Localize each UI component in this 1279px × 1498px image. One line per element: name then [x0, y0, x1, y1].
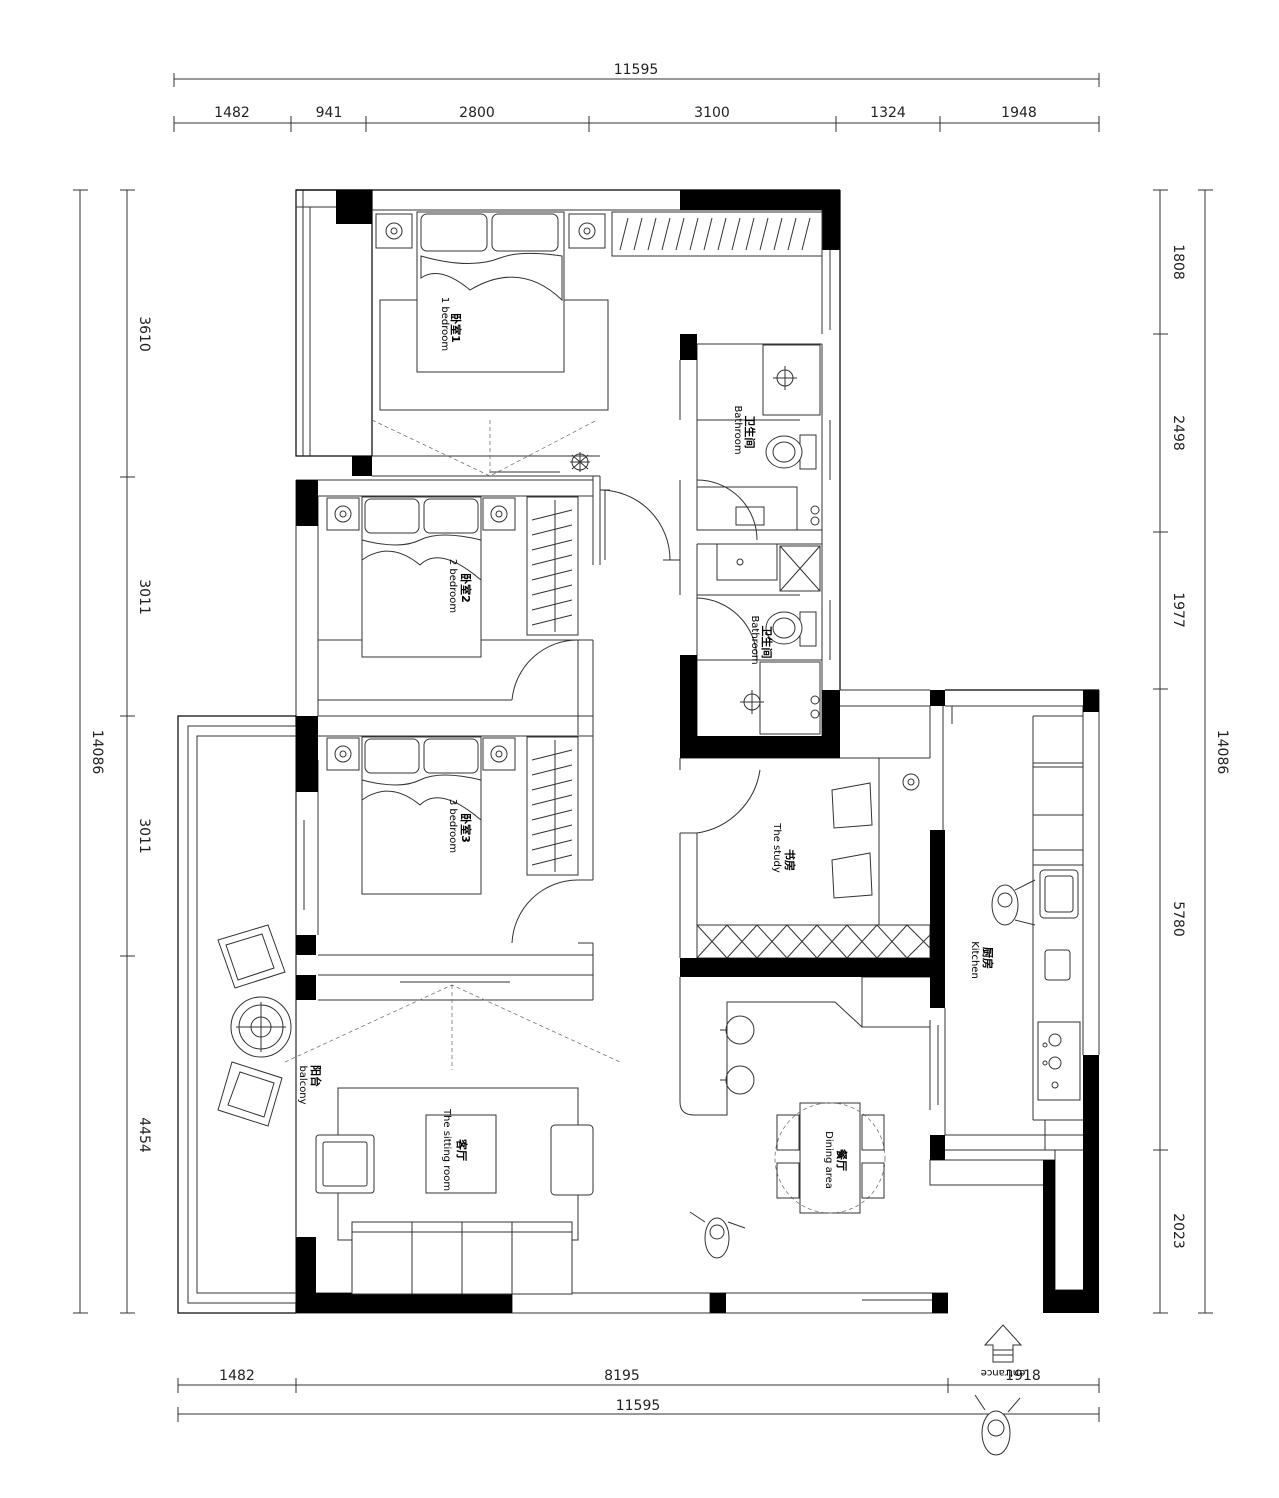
bottom-total-dim: 11595 [616, 1398, 661, 1414]
left-dimensions: 14086 3610 3011 3011 4454 [73, 189, 152, 1314]
left-dim-3: 3011 [136, 818, 152, 854]
right-dim-3: 1977 [1170, 592, 1186, 628]
sitting-room-furniture: 客厅 The sitting room [284, 984, 621, 1295]
dining-label-en: Dining area [823, 1131, 834, 1189]
bedroom2-label-zh: 卧室2 [459, 573, 473, 603]
bedroom2-label-en: 2 bedroom [447, 559, 458, 613]
bedroom3-furniture: 卧室3 3 bedroom [326, 736, 761, 944]
bottom-dim-3: 1918 [1005, 1368, 1041, 1384]
top-dimensions: 11595 1482 941 2800 3100 1324 1948 [173, 62, 1100, 132]
kitchen-label-zh: 厨房 [981, 947, 995, 969]
bedroom3-label-zh: 卧室3 [459, 813, 473, 843]
bathroom2-label-en: Bathroom [749, 615, 760, 664]
bathroom1-label-en: Bathroom [732, 405, 743, 454]
top-dim-2: 941 [316, 105, 343, 121]
bathroom1-label-zh: 卫生间 [743, 416, 757, 449]
study-label-en: The study [771, 822, 782, 873]
dining-label-zh: 餐厅 [835, 1148, 849, 1171]
top-total-dim: 11595 [614, 62, 659, 78]
dining-furniture: 餐厅 Dining area [720, 1015, 886, 1214]
top-dim-1: 1482 [214, 105, 250, 121]
balcony-label-zh: 阳台 [309, 1065, 323, 1087]
entrance-label: entrance [981, 1367, 1026, 1378]
bathroom2-label-zh: 卫生间 [760, 626, 774, 659]
study-label-zh: 书房 [783, 849, 797, 871]
top-dim-6: 1948 [1001, 105, 1037, 121]
entrance-marker: entrance [981, 1324, 1026, 1378]
sitting-label-zh: 客厅 [455, 1138, 469, 1161]
bathroom-fixtures: 卫生间 Bathroom 卫生间 Bathroom [696, 344, 821, 735]
bottom-dim-1: 1482 [219, 1368, 255, 1384]
left-total-dim: 14086 [89, 730, 105, 775]
kitchen-label-en: Kitchen [969, 941, 980, 979]
right-dim-5: 2023 [1170, 1213, 1186, 1249]
right-dimensions: 1808 2498 1977 5780 2023 14086 [1153, 189, 1230, 1314]
left-dim-1: 3610 [136, 316, 152, 352]
balcony-label-en: balcony [297, 1065, 308, 1104]
right-dim-1: 1808 [1170, 244, 1186, 280]
sitting-label-en: The sitting room [441, 1108, 452, 1191]
balcony-furniture: 阳台 balcony [217, 924, 323, 1127]
right-total-dim: 14086 [1214, 730, 1230, 775]
bottom-dim-2: 8195 [604, 1368, 640, 1384]
bedroom3-label-en: 3 bedroom [447, 799, 458, 853]
person-figures [689, 1211, 1021, 1456]
left-dim-2: 3011 [136, 579, 152, 615]
left-dim-4: 4454 [136, 1117, 152, 1153]
top-dim-4: 3100 [694, 105, 730, 121]
right-dim-4: 5780 [1170, 901, 1186, 937]
entrance-arrow-icon [983, 1324, 1023, 1363]
bedroom1-furniture: 卧室1 1 bedroom [371, 211, 823, 477]
top-dim-5: 1324 [870, 105, 906, 121]
bedroom1-label-zh: 卧室1 [449, 313, 463, 343]
kitchen-fixtures: 厨房 Kitchen [969, 869, 1081, 1101]
solid-walls [296, 190, 1099, 1313]
study-furniture: 书房 The study [771, 773, 920, 899]
right-dim-2: 2498 [1170, 415, 1186, 451]
bottom-dimensions: 1482 8195 1918 11595 [177, 1368, 1100, 1422]
bedroom1-label-en: 1 bedroom [439, 297, 450, 351]
bedroom2-furniture: 卧室2 2 bedroom [326, 489, 680, 701]
top-dim-3: 2800 [459, 105, 495, 121]
